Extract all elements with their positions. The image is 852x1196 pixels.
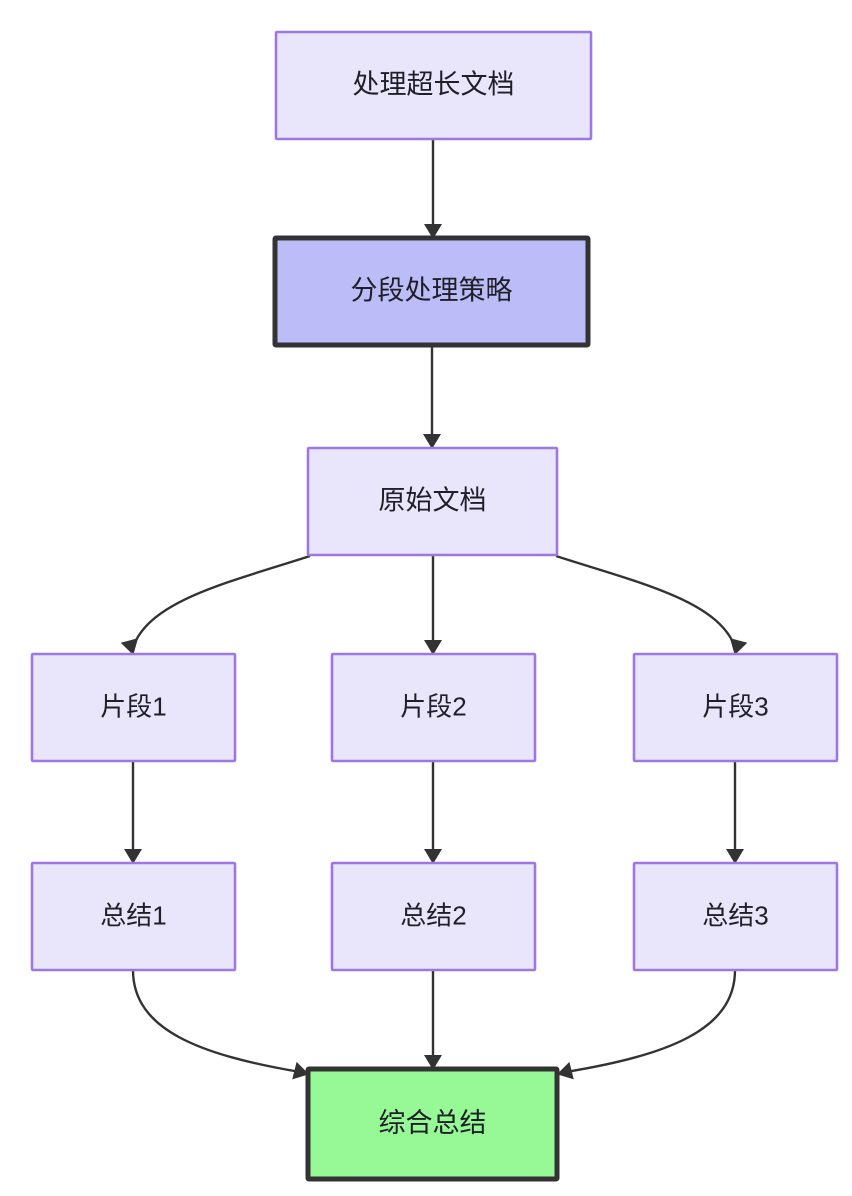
arrowhead-glyph bbox=[424, 640, 442, 655]
arrowhead-icon bbox=[729, 638, 748, 655]
arrowhead-glyph bbox=[424, 1055, 442, 1070]
node-s1[interactable]: 总结1 bbox=[30, 861, 237, 972]
node-doc[interactable]: 处理超长文档 bbox=[274, 30, 593, 141]
node-s3[interactable]: 总结3 bbox=[632, 861, 839, 972]
arrowhead-glyph bbox=[729, 638, 748, 655]
node-box-f3[interactable] bbox=[632, 652, 839, 763]
node-strat[interactable]: 分段处理策略 bbox=[272, 235, 591, 348]
arrowhead-icon bbox=[424, 640, 442, 655]
arrowhead-icon bbox=[726, 849, 744, 864]
node-final[interactable]: 综合总结 bbox=[305, 1066, 560, 1182]
node-box-s2[interactable] bbox=[330, 861, 537, 972]
arrowhead-icon bbox=[557, 1061, 574, 1080]
edge-src-to-f3 bbox=[555, 554, 737, 648]
node-f3[interactable]: 片段3 bbox=[632, 652, 839, 763]
arrowhead-icon bbox=[424, 1055, 442, 1070]
arrowhead-icon bbox=[124, 849, 142, 864]
arrowhead-glyph bbox=[557, 1061, 574, 1080]
node-box-f2[interactable] bbox=[330, 652, 537, 763]
node-f1[interactable]: 片段1 bbox=[30, 652, 237, 763]
arrowheads-layer bbox=[120, 224, 748, 1080]
arrowhead-icon bbox=[423, 434, 441, 449]
edge-src-to-f1 bbox=[131, 554, 311, 648]
arrowhead-icon bbox=[424, 224, 442, 239]
arrowhead-glyph bbox=[424, 849, 442, 864]
node-box-s1[interactable] bbox=[30, 861, 237, 972]
edges-layer bbox=[131, 139, 737, 1074]
node-box-src[interactable] bbox=[306, 446, 559, 557]
arrowhead-glyph bbox=[424, 224, 442, 239]
arrowhead-glyph bbox=[423, 434, 441, 449]
node-box-strat[interactable] bbox=[272, 235, 591, 348]
arrowhead-icon bbox=[292, 1061, 309, 1080]
arrowhead-glyph bbox=[726, 849, 744, 864]
arrowhead-icon bbox=[424, 849, 442, 864]
edge-s3-to-final bbox=[565, 969, 737, 1074]
arrowhead-glyph bbox=[124, 849, 142, 864]
arrowhead-glyph bbox=[292, 1061, 309, 1080]
node-box-final[interactable] bbox=[305, 1066, 560, 1182]
node-src[interactable]: 原始文档 bbox=[306, 446, 559, 557]
node-box-f1[interactable] bbox=[30, 652, 237, 763]
node-box-doc[interactable] bbox=[274, 30, 593, 141]
node-box-s3[interactable] bbox=[632, 861, 839, 972]
node-s2[interactable]: 总结2 bbox=[330, 861, 537, 972]
edge-s1-to-final bbox=[131, 969, 301, 1074]
node-f2[interactable]: 片段2 bbox=[330, 652, 537, 763]
arrowhead-glyph bbox=[120, 638, 139, 655]
arrowhead-icon bbox=[120, 638, 139, 655]
